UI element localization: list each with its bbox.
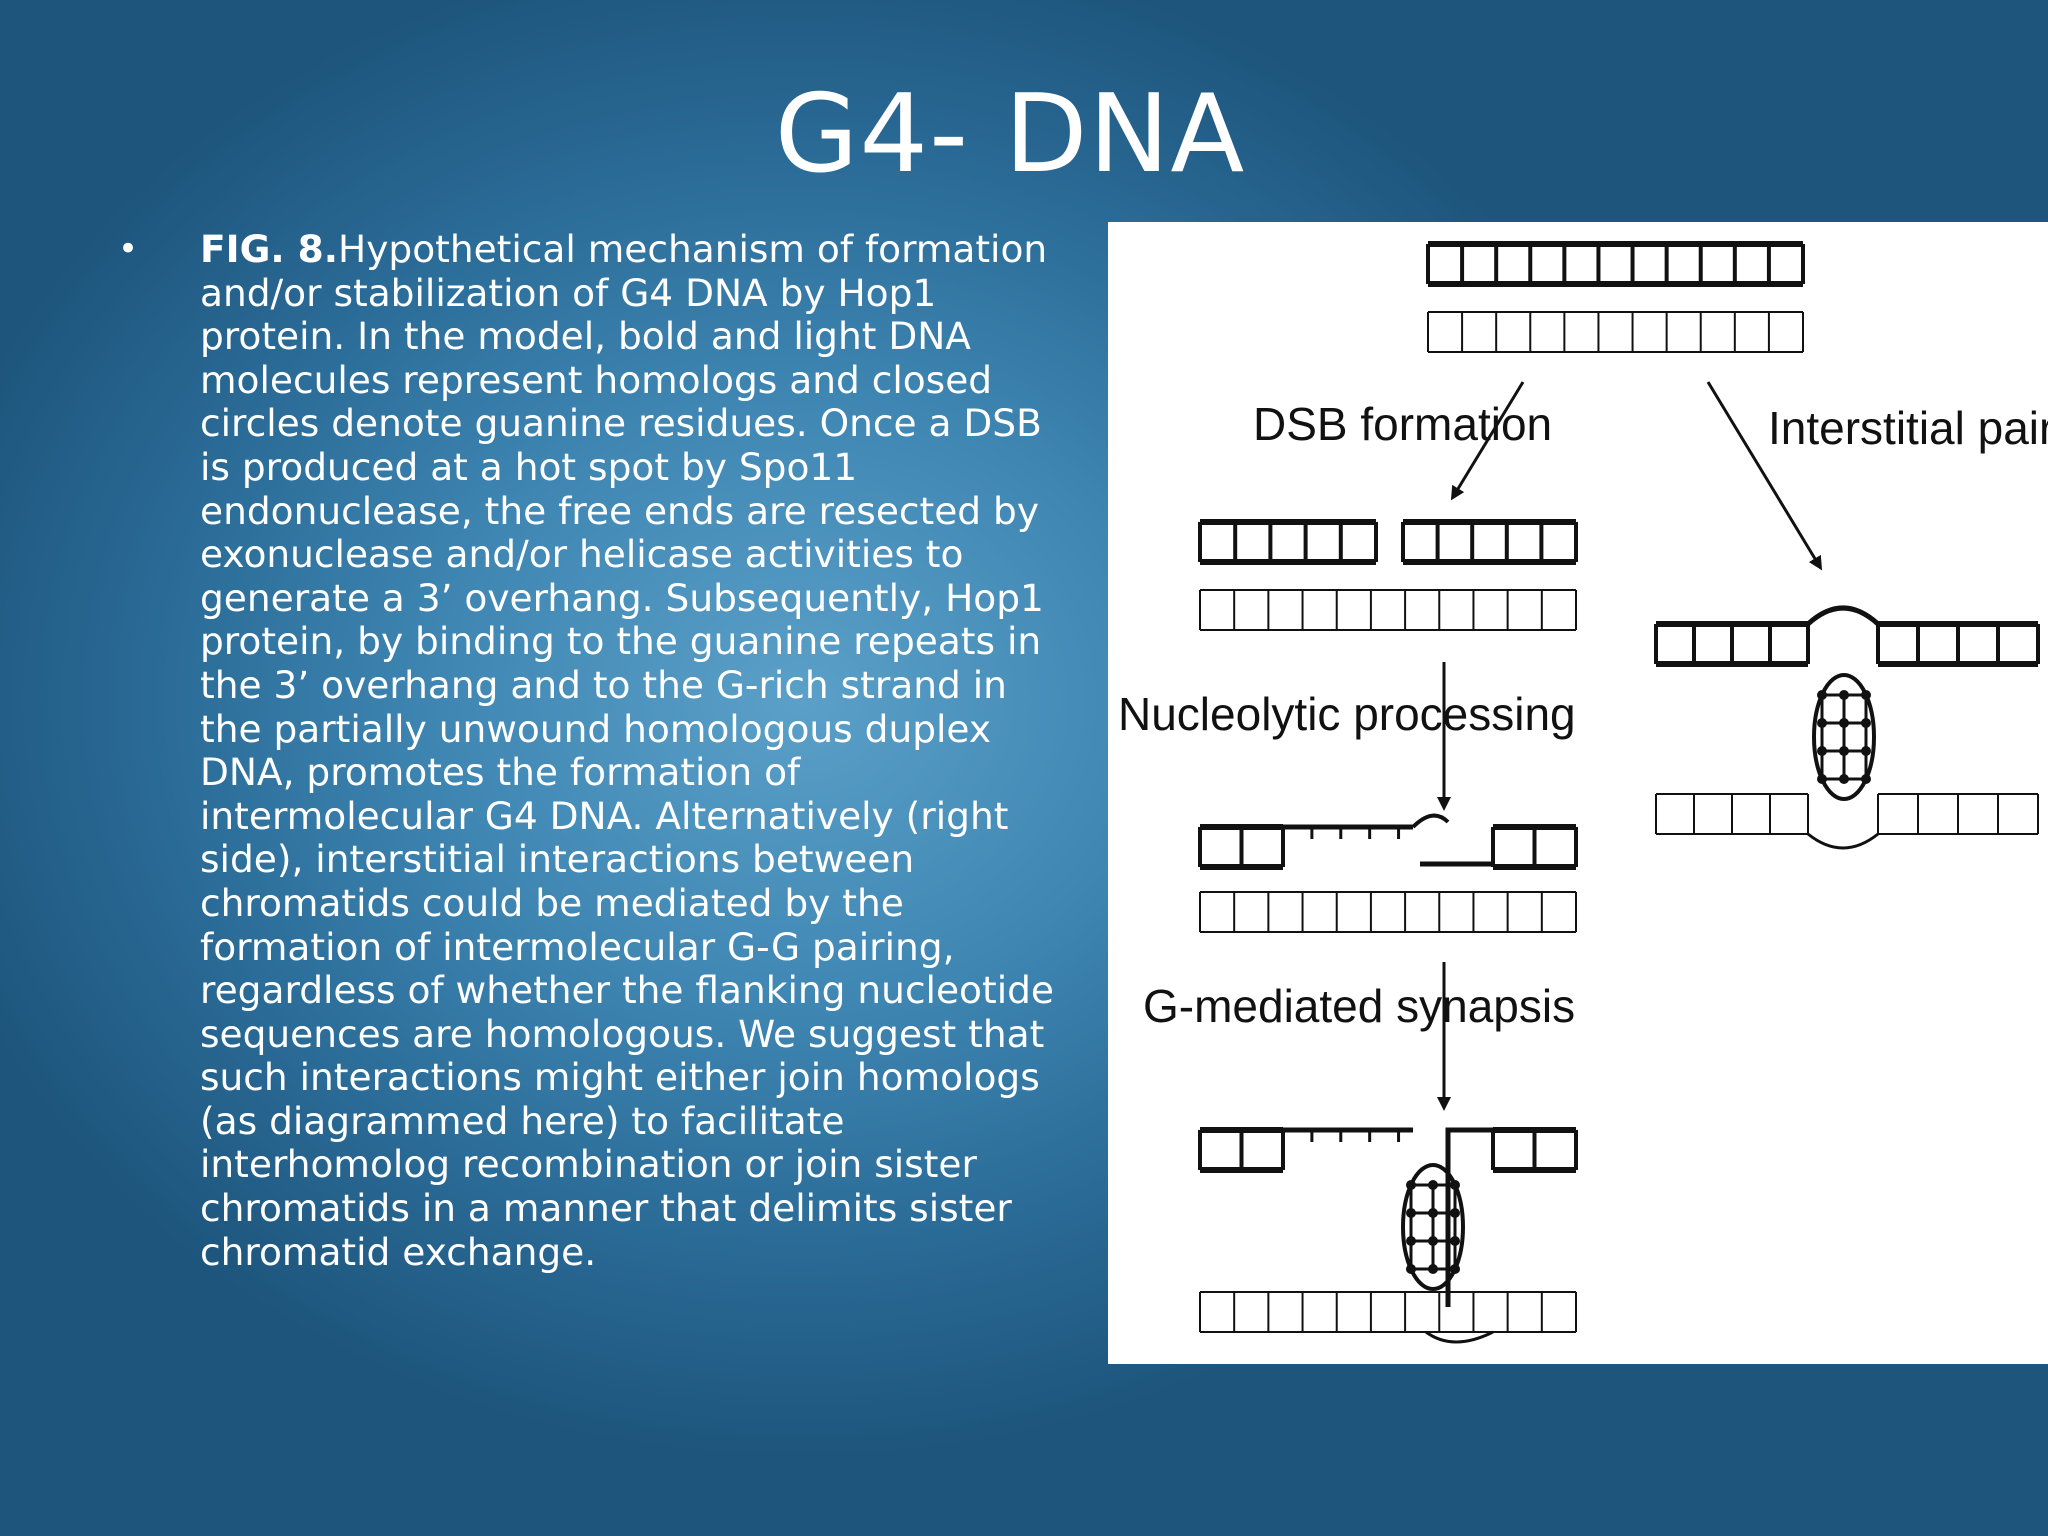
pairing-top-bubble bbox=[1806, 605, 1880, 626]
caption-body: Hypothetical mechanism of formation and/… bbox=[200, 227, 1054, 1274]
mechanism-diagram: DSB formation Interstitial pairing Nucle… bbox=[1118, 241, 2048, 1344]
figure-panel: DSB formation Interstitial pairing Nucle… bbox=[1108, 222, 2048, 1364]
arrow-dsb-formation bbox=[1450, 381, 1525, 501]
synapsis-bubble bbox=[1425, 1330, 1494, 1344]
figure-caption: FIG. 8.Hypothetical mechanism of formati… bbox=[200, 227, 1100, 1274]
label-interstitial-pairing: Interstitial pairing bbox=[1768, 402, 2048, 454]
bullet-dot: • bbox=[118, 229, 139, 269]
synapsis-strand bbox=[1445, 1127, 1493, 1307]
label-nucleolytic-processing: Nucleolytic processing bbox=[1118, 688, 1576, 740]
pairing-bottom-bubble bbox=[1807, 832, 1879, 850]
slide-title: G4- DNA bbox=[774, 72, 1246, 197]
arrow-interstitial-pairing bbox=[1706, 381, 1823, 571]
pairing-g-quadruplex-loop bbox=[1812, 673, 1876, 801]
label-g-mediated-synapsis: G-mediated synapsis bbox=[1143, 980, 1575, 1032]
caption-lead: FIG. 8. bbox=[200, 227, 338, 271]
synapsis-g-quadruplex-loop bbox=[1401, 1163, 1465, 1291]
label-dsb-formation: DSB formation bbox=[1253, 398, 1552, 450]
processed-bubble bbox=[1411, 813, 1450, 829]
